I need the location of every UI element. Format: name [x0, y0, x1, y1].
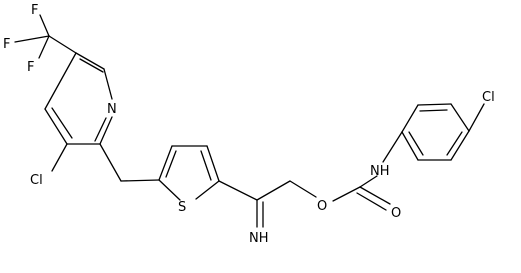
atom-label-f-bottom: F [27, 60, 34, 75]
bond-ph-c1-c2 [401, 104, 419, 133]
atom-label-cl-pyridine: Cl [30, 173, 43, 188]
atom-label-o-ester: O [317, 199, 327, 214]
trifluoromethyl-group [14, 14, 77, 59]
bond-th-c2-s [195, 180, 220, 200]
bond-ph-c6-c1-inner [408, 131, 424, 156]
bond-py-n-c2-inner [94, 117, 107, 142]
bond-c-nh [359, 175, 378, 188]
bond-ph-c2-c3 [417, 103, 452, 106]
atom-labels: F F F N Cl S NH O NH O Cl [3, 3, 495, 246]
bond-c-ch2 [256, 180, 291, 201]
bond-py-n-c2 [99, 116, 113, 145]
bond-ph-c4-c5 [450, 130, 470, 161]
bond-c-f-left [14, 35, 50, 43]
bond-py-c6-n [103, 68, 113, 100]
imino-ethyl-chain [218, 180, 317, 228]
atom-label-f-top: F [31, 3, 38, 18]
bond-nh-phenyl [382, 131, 403, 163]
atom-label-s-thiophene: S [178, 200, 186, 215]
bond-py-c3-c4 [44, 108, 68, 145]
pyridine-ring [44, 52, 113, 172]
bond-c4-cl [468, 103, 485, 132]
bond-c-o-carbonyl [359, 186, 391, 205]
bond-ph-c3-c4 [450, 103, 470, 132]
bond-th-c5-c4 [158, 145, 173, 181]
bond-thiophene-c-imine [218, 180, 258, 201]
bond-th-c5-c4-inner [165, 150, 177, 178]
bond-pyridine-ch2 [99, 143, 122, 182]
bond-c-o-carbonyl-double [356, 192, 387, 211]
bond-py-c5-c6 [75, 52, 105, 70]
atom-label-f-left: F [3, 37, 10, 52]
bond-ph-c6-c1 [401, 131, 419, 161]
bond-th-c3-c2-inner [200, 150, 212, 181]
atom-label-nh-imine: NH [249, 231, 269, 246]
bond-ch2-o [289, 180, 317, 198]
bond-c3-cl [51, 143, 68, 172]
atom-label-nh-carbamate: NH [370, 164, 390, 179]
chlorophenyl-ring [401, 103, 485, 161]
bond-cf3-to-ring [48, 35, 77, 54]
bond-py-c5-c6-inner [79, 58, 104, 73]
bond-o-c-carbamate [332, 186, 361, 202]
carbamate-group [332, 131, 403, 211]
bond-ch2-thiophene [120, 179, 160, 182]
bond-py-c4-c5 [44, 52, 77, 110]
bond-c-f-top [39, 14, 50, 37]
atom-label-n-pyridine: N [107, 102, 117, 117]
bond-c-f-bottom [38, 35, 50, 59]
bond-th-s-c5 [158, 179, 181, 201]
atom-label-o-carbonyl: O [391, 206, 401, 221]
thiophene-ring [158, 145, 220, 201]
bond-ph-c2-c3-inner [419, 109, 448, 112]
bond-th-c3-c2 [206, 145, 220, 182]
bond-ph-c4-c5-inner [446, 131, 463, 156]
bond-py-c3-c4-inner [51, 107, 73, 139]
atom-label-cl-phenyl: Cl [482, 90, 495, 105]
